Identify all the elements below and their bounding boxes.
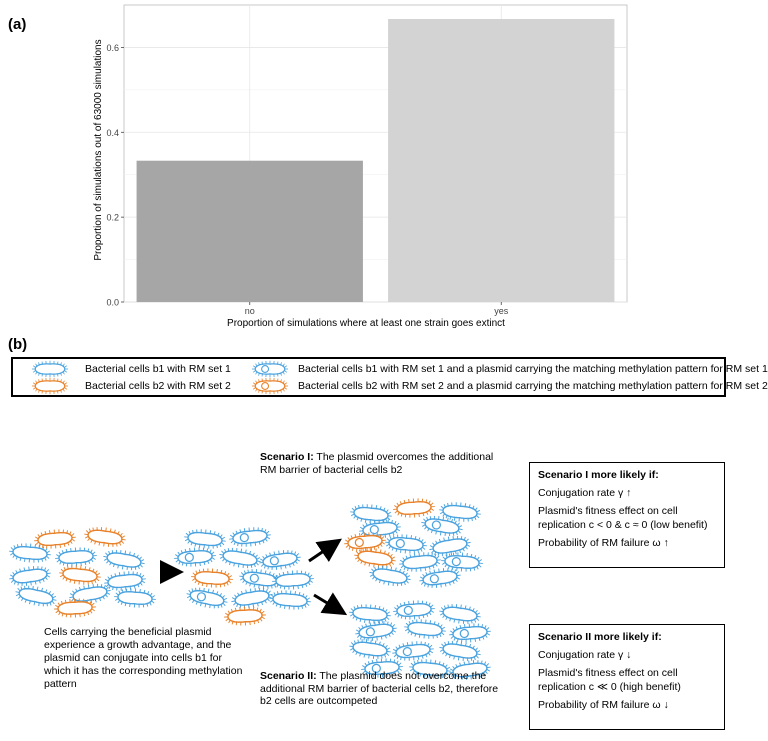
plasmid-cell-icon [259,550,301,570]
bar-yes [388,19,615,302]
y-tick-label: 0.6 [106,43,119,53]
plasmid-cell-icon [421,515,463,537]
x-axis-label: Proportion of simulations where at least… [227,318,505,329]
scenario-1-text: Scenario I: The plasmid overcomes the ad… [260,451,494,476]
y-axis-label: Proportion of simulations out of 63000 s… [93,39,104,260]
bacterial-cell-icon [15,585,57,607]
legend-item-b2-plasmid-text: Bacterial cells b2 with RM set 2 and a p… [298,380,768,392]
plasmid-cell-icon [251,360,289,378]
plasmid-cell-icon [359,519,401,539]
scenario-diagram [9,498,491,680]
bacterial-cell-icon [439,502,481,522]
x-tick-label: yes [494,306,509,316]
plasmid-cell-icon [385,534,427,554]
box-2-failure: Probability of RM failure ω ↓ [538,699,669,711]
y-tick-label: 0.4 [106,128,119,138]
arrow-down-right-icon [313,592,348,616]
legend-item-b2-text: Bacterial cells b2 with RM set 2 [85,380,231,392]
x-tick-label: no [245,306,255,316]
bacterial-cell-icon [54,598,96,618]
bacterial-cell-icon [354,548,396,568]
plasmid-cell-icon [392,641,434,661]
bar-no [136,160,363,302]
box-1-failure: Probability of RM failure ω ↑ [538,537,669,549]
bacterial-cell-icon [104,571,146,591]
plasmid-cell-icon [174,547,216,567]
bacterial-cell-icon [55,547,97,567]
bacterial-cell-icon [31,360,69,378]
legend-box: Bacterial cells b1 with RM set 1 Bacteri… [11,357,768,397]
box-1-conjugation: Conjugation rate γ ↑ [538,487,632,499]
y-tick-label: 0.0 [106,298,119,308]
box-1-title: Scenario I more likely if: [538,469,659,481]
bacterial-cell-icon [449,660,491,680]
bacterial-cell-icon [231,587,273,609]
plasmid-cell-icon [344,532,386,552]
panel-a-label: (a) [8,16,27,33]
bacterial-cell-icon [349,604,391,624]
bacterial-cell-icon [272,570,314,590]
box-2-title: Scenario II more likely if: [538,631,662,643]
bacterial-cell-icon [191,568,233,588]
bacterial-cell-icon [34,529,76,549]
bacterial-cell-icon [409,659,451,679]
bar-chart: 0.0 0.2 0.4 0.6 no yes Proportion of simulati… [93,4,628,329]
legend-item-b1-text: Bacterial cells b1 with RM set 1 [85,363,231,375]
bacterial-cell-icon [114,588,156,608]
bacterial-cell-icon [9,566,51,586]
legend-item-b1-plasmid-text: Bacterial cells b1 with RM set 1 and a p… [298,363,768,375]
diagram-caption: Cells carrying the beneficial plasmid ex… [44,626,243,690]
plasmid-cell-icon [229,527,271,547]
plasmid-cell-icon [449,623,491,643]
bacterial-cell-icon [439,604,481,624]
plasmid-cell-icon [186,587,228,609]
box-1-fitness-line-2: replication c < 0 & c ≈ 0 (low benefit) [538,519,708,531]
scenario-2-conditions-box: Scenario II more likely if: Conjugation … [529,624,725,730]
bacterial-cell-icon [184,529,226,549]
scenario-1-conditions-box: Scenario I more likely if: Conjugation r… [529,462,725,568]
bacterial-cell-icon [369,565,411,587]
bacterial-cell-icon [399,552,441,572]
y-tick-label: 0.2 [106,213,119,223]
bacterial-cell-icon [219,547,261,569]
box-1-fitness-line-1: Plasmid's fitness effect on cell [538,505,678,517]
scenario-2-text: Scenario II: The plasmid does not overco… [260,670,499,707]
bacterial-cell-icon [404,619,446,639]
legend-icons [31,360,289,395]
bacterial-cell-icon [224,606,266,626]
bacterial-cell-icon [429,535,471,557]
plasmid-cell-icon [239,569,281,589]
bacterial-cell-icon [84,527,126,547]
box-2-fitness-line-1: Plasmid's fitness effect on cell [538,667,678,679]
plasmid-cell-icon [251,377,289,395]
plasmid-cell-icon [355,621,397,641]
bacterial-cell-icon [31,377,69,395]
bacterial-cell-icon [103,549,145,571]
bacterial-cell-icon [393,498,435,518]
arrow-up-right-icon [308,538,342,563]
panel-b-label: (b) [8,336,28,353]
plasmid-cell-icon [393,600,435,620]
plasmid-cell-icon [419,568,461,588]
bacterial-cell-icon [9,543,51,563]
plasmid-cell-icon [441,552,483,572]
bacterial-cell-icon [349,639,391,659]
plasmid-cell-icon [361,658,403,678]
box-2-fitness-line-2: replication c ≪ 0 (high benefit) [538,681,681,693]
box-2-conjugation: Conjugation rate γ ↓ [538,649,632,661]
bacterial-cell-icon [269,590,311,610]
bacterial-cell-icon [59,565,101,585]
bacterial-cell-icon [439,640,481,662]
bacterial-cell-icon [69,583,111,605]
